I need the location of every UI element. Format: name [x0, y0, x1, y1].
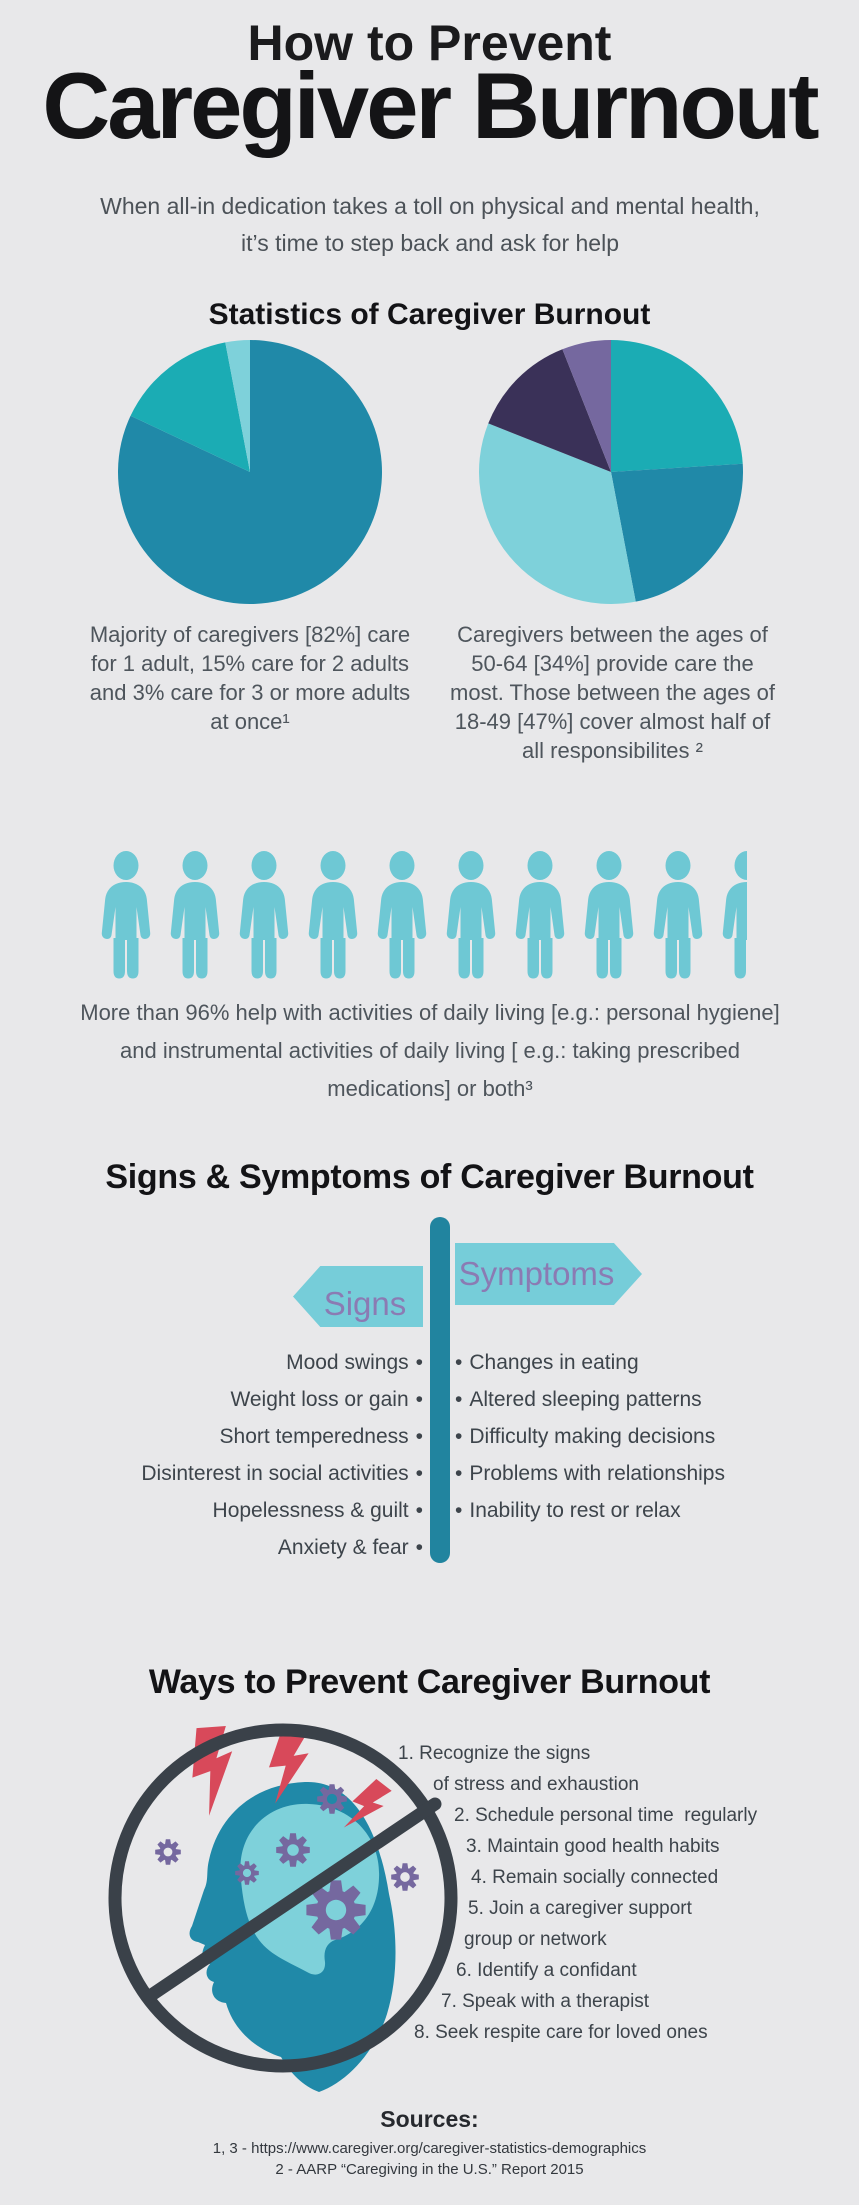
pie-slice	[225, 340, 250, 472]
bullet-icon: •	[455, 1351, 463, 1374]
prevention-list-line: 4. Remain socially connected	[471, 1867, 719, 1888]
page-title-line2: Caregiver Burnout	[42, 53, 819, 158]
signs-sign-label: Signs	[323, 1285, 407, 1322]
symptoms-list-item: •Altered sleeping patterns	[455, 1388, 702, 1411]
symptoms-list-item: •Inability to rest or relax	[455, 1499, 681, 1522]
no-symbol-circle	[108, 1723, 458, 2073]
bullet-icon: •	[455, 1425, 463, 1448]
person-icon	[170, 851, 220, 979]
pie-slice	[118, 340, 382, 604]
signs-list-item: Disinterest in social activities•	[141, 1462, 423, 1485]
pie-slice	[611, 340, 743, 472]
person-icon-partial	[717, 850, 747, 980]
person-icon	[653, 851, 703, 979]
ways-heading: Ways to Prevent Caregiver Burnout	[148, 1663, 711, 1701]
page-title-line1: How to Prevent	[247, 15, 612, 71]
person-icon	[377, 851, 427, 979]
symptoms-list: •Changes in eating •Altered sleeping patt…	[455, 1344, 725, 1529]
bullet-icon: •	[415, 1462, 423, 1485]
prevention-list-line: 8. Seek respite care for loved ones	[414, 2022, 708, 2043]
bullet-icon: •	[415, 1388, 423, 1411]
prevention-list-line: of stress and exhaustion	[433, 1774, 639, 1795]
bullet-icon: •	[415, 1351, 423, 1374]
signs-list: Mood swings• Weight loss or gain• Short te…	[141, 1344, 423, 1566]
gear-icon	[391, 1863, 419, 1891]
pie2-caption: Caregivers between the ages of 50-64 [34…	[450, 622, 775, 763]
pie-slice	[488, 349, 611, 472]
person-icon-wrap	[579, 850, 639, 980]
person-icon	[101, 851, 151, 979]
bullet-icon: •	[455, 1462, 463, 1485]
person-icon-wrap	[96, 850, 156, 980]
pie-chart-adults-cared-for	[118, 340, 382, 604]
prevention-list-line: 3. Maintain good health habits	[466, 1836, 720, 1857]
bullet-icon: •	[455, 1499, 463, 1522]
prevention-list-line: 5. Join a caregiver support	[468, 1898, 692, 1919]
sources-heading: Sources:	[380, 2106, 479, 2132]
no-symbol-slash	[143, 1797, 442, 2003]
signs-list-item: Weight loss or gain•	[230, 1388, 423, 1411]
pie-slice	[130, 342, 250, 472]
gear-icon	[235, 1861, 259, 1885]
person-icon	[308, 851, 358, 979]
bullet-icon: •	[415, 1425, 423, 1448]
symptoms-sign-label: Symptoms	[458, 1255, 615, 1292]
signs-list-item: Anxiety & fear•	[277, 1536, 423, 1559]
person-icon	[584, 851, 634, 979]
person-icon-wrap	[648, 850, 708, 980]
prevention-list-line: 7. Speak with a therapist	[441, 1991, 650, 2012]
prevention-list-line: 6. Identify a confidant	[456, 1960, 637, 1981]
lightning-bolt-icon	[343, 1778, 392, 1828]
page-subtitle: When all-in dedication takes a toll on p…	[100, 193, 760, 256]
no-stress-brain-illustration	[108, 1723, 458, 2092]
person-icon	[722, 851, 747, 979]
signs-list-item: Short temperedness•	[219, 1425, 423, 1448]
pie-slice	[611, 463, 743, 602]
gears-group	[155, 1784, 419, 1940]
source-line: 2 - AARP “Caregiving in the U.S.” Report…	[275, 2161, 584, 2178]
gear-icon	[155, 1839, 181, 1865]
prevention-list-line: 1. Recognize the signs	[398, 1743, 591, 1764]
person-icon	[515, 851, 565, 979]
pie-slice	[562, 340, 611, 472]
pictogram-caption: More than 96% help with activities of da…	[80, 1000, 780, 1101]
symptoms-list-item: •Difficulty making decisions	[455, 1425, 716, 1448]
pie-slice	[479, 423, 636, 604]
person-icon	[239, 851, 289, 979]
signs-list-item: Hopelessness & guilt•	[212, 1499, 423, 1522]
bullet-icon: •	[415, 1499, 423, 1522]
person-icon-wrap	[372, 850, 432, 980]
bullet-icon: •	[415, 1536, 423, 1559]
person-icon	[446, 851, 496, 979]
signpost-pole	[430, 1217, 450, 1563]
prevention-list-line: 2. Schedule personal time regularly	[454, 1805, 758, 1826]
gear-icon	[317, 1784, 347, 1814]
statistics-heading: Statistics of Caregiver Burnout	[208, 298, 651, 331]
symptoms-list-item: •Problems with relationships	[455, 1462, 725, 1485]
pie1-caption: Majority of caregivers [82%] care for 1 …	[89, 622, 411, 734]
person-icon-wrap	[510, 850, 570, 980]
gear-icon	[276, 1833, 310, 1867]
prevention-list: 1. Recognize the signs of stress and exha…	[0, 1738, 859, 2048]
signs-list-item: Mood swings•	[286, 1351, 423, 1374]
sources-lines: 1, 3 - https://www.caregiver.org/caregiv…	[0, 2138, 859, 2180]
person-icon-wrap	[234, 850, 294, 980]
person-icon-wrap	[303, 850, 363, 980]
prevention-list-line: group or network	[464, 1929, 607, 1950]
people-pictogram	[96, 850, 747, 980]
signs-symptoms-heading: Signs & Symptoms of Caregiver Burnout	[105, 1158, 754, 1196]
bullet-icon: •	[455, 1388, 463, 1411]
symptoms-sign: Symptoms	[455, 1243, 642, 1305]
signs-sign: Signs	[293, 1266, 423, 1327]
pie-chart-caregiver-ages	[479, 340, 743, 604]
symptoms-list-item: •Changes in eating	[455, 1351, 639, 1374]
person-icon-wrap	[165, 850, 225, 980]
source-line: 1, 3 - https://www.caregiver.org/caregiv…	[212, 2140, 647, 2157]
lightning-bolt-icon	[269, 1726, 309, 1804]
gear-icon	[306, 1880, 366, 1940]
person-icon-wrap	[441, 850, 501, 980]
